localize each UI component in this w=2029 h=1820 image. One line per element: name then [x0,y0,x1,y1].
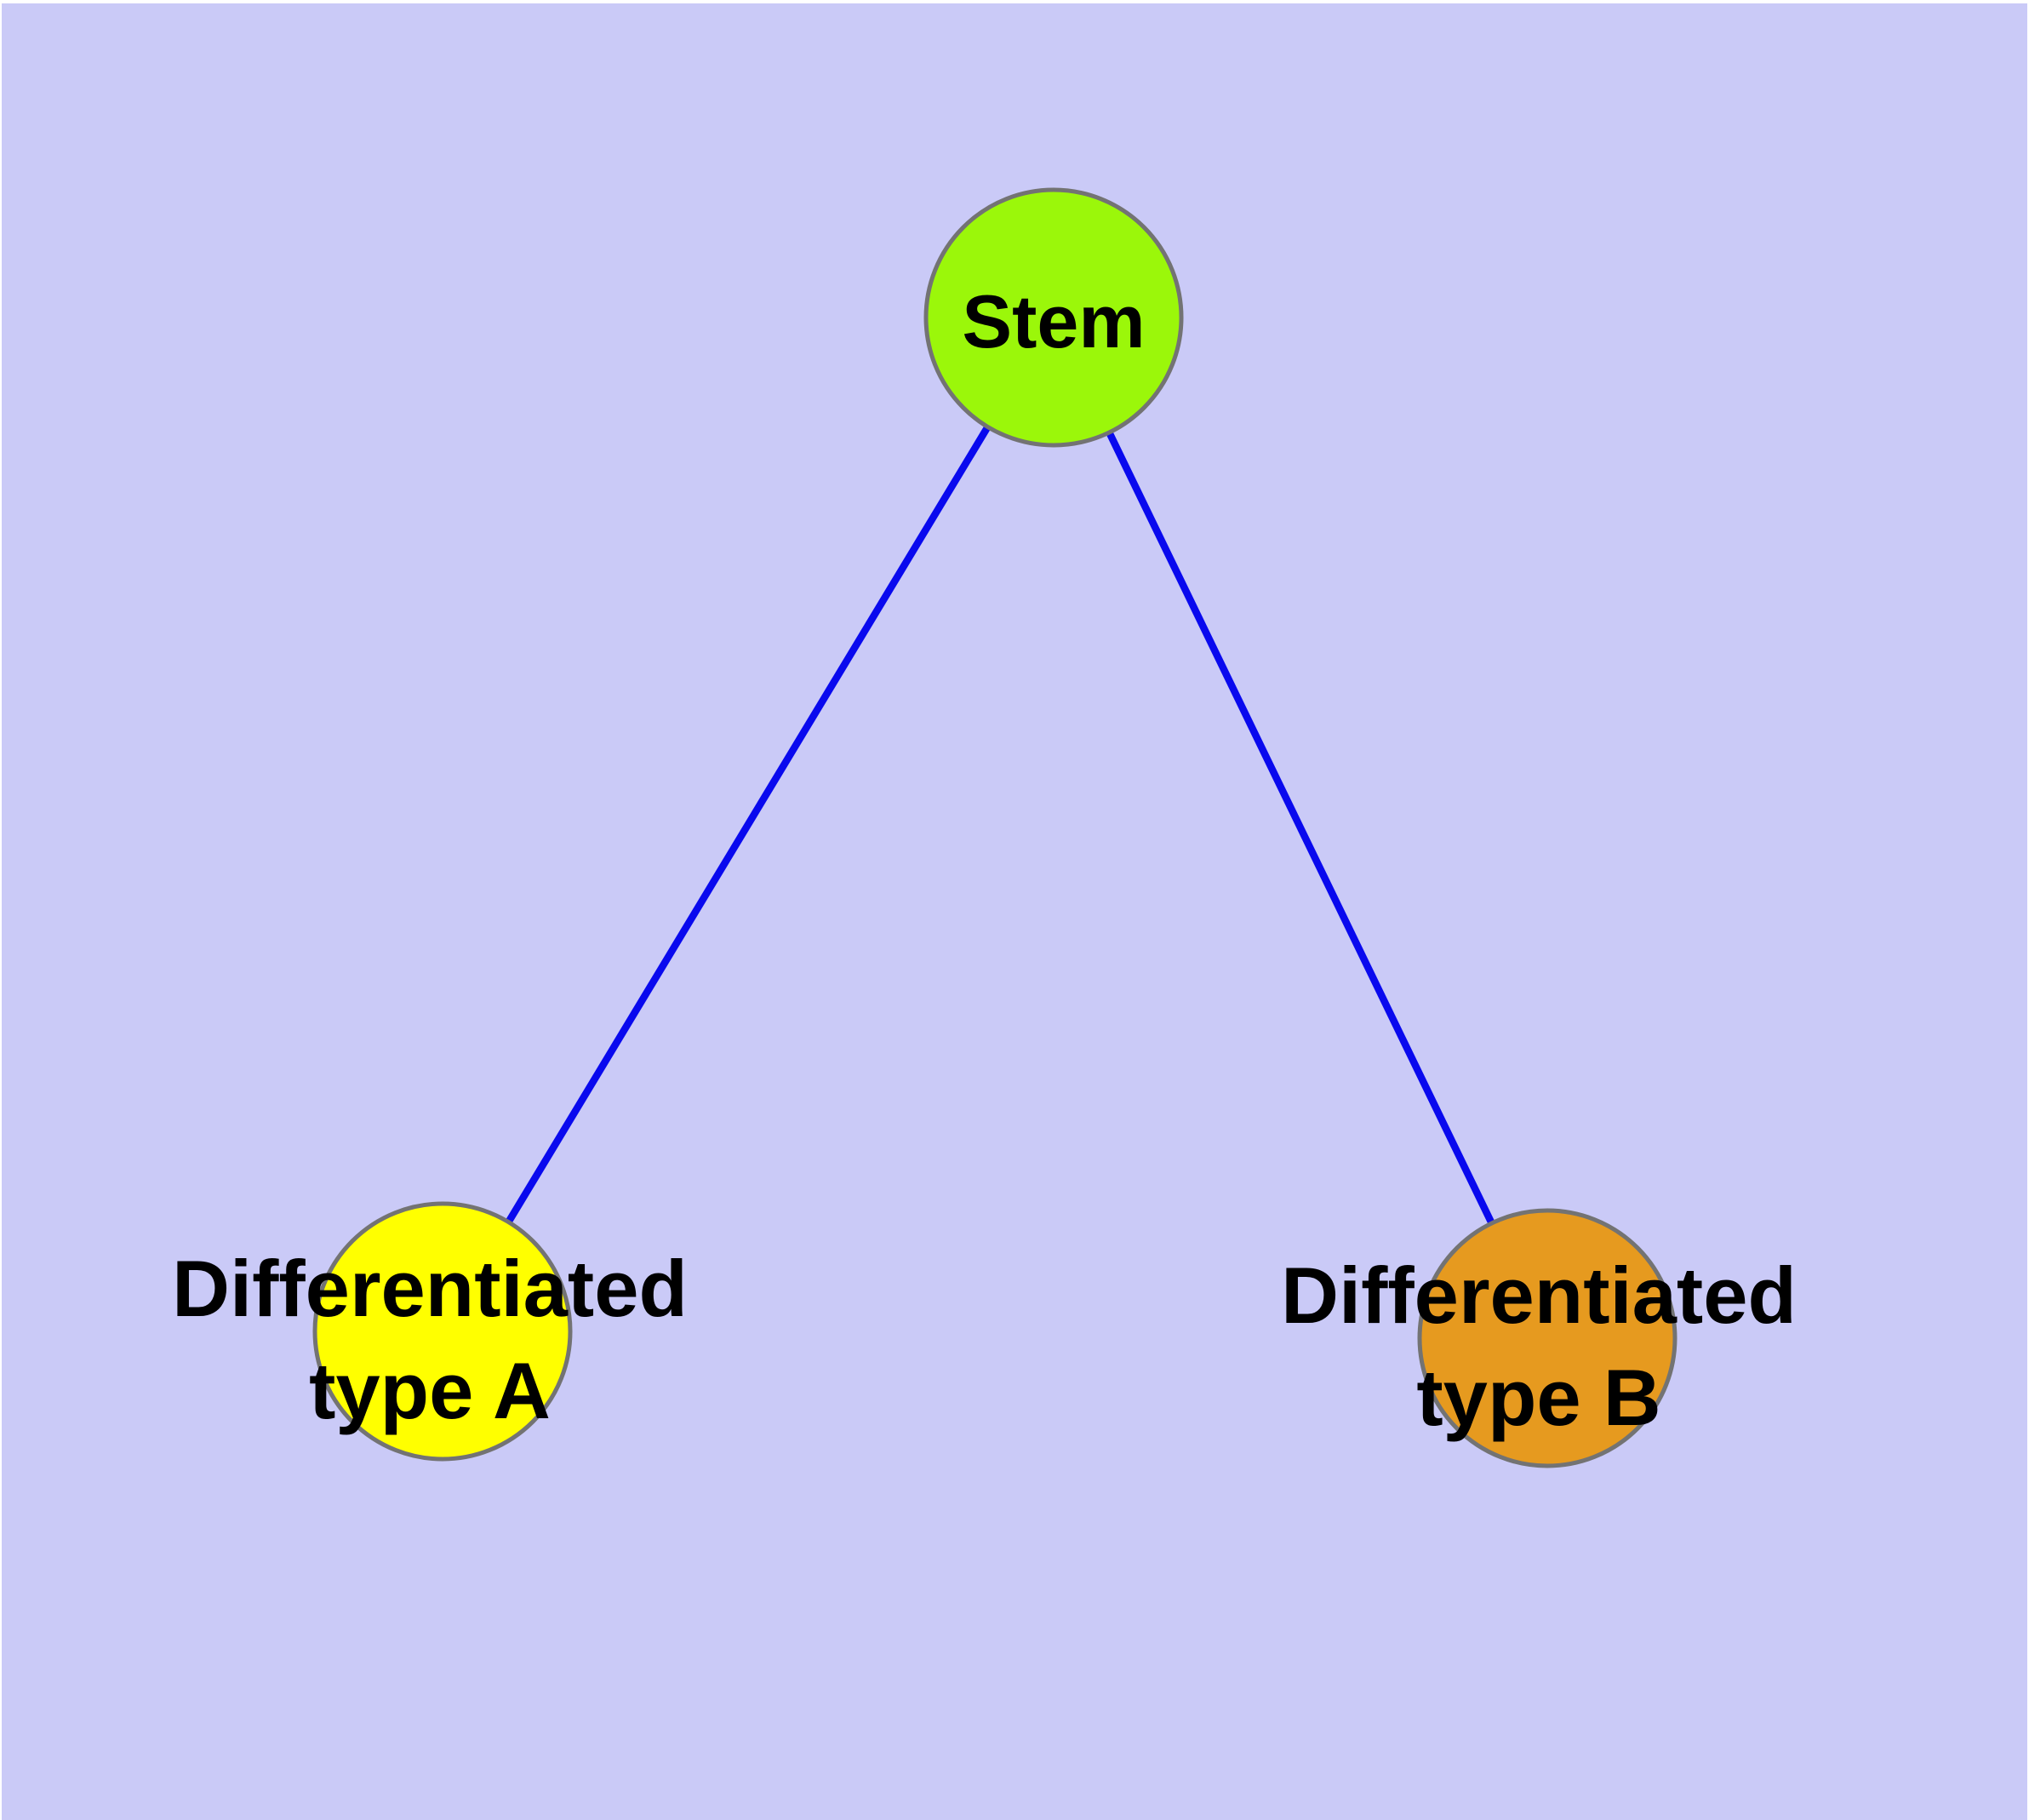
node-type-a-label-line2: type A [309,1346,551,1435]
node-type-b-label-line1: Differentiated [1281,1251,1797,1340]
node-stem [923,187,1184,448]
edge-stem-to-type-b [1050,316,1551,1340]
edge-stem-to-type-a [439,315,1057,1334]
node-differentiated-type-a [312,1201,573,1462]
node-type-b-label-line2: type B [1416,1353,1660,1442]
node-type-a-label-line1: Differentiated [172,1244,688,1333]
node-stem-label: Stem [962,279,1145,363]
node-differentiated-type-b [1417,1208,1677,1468]
